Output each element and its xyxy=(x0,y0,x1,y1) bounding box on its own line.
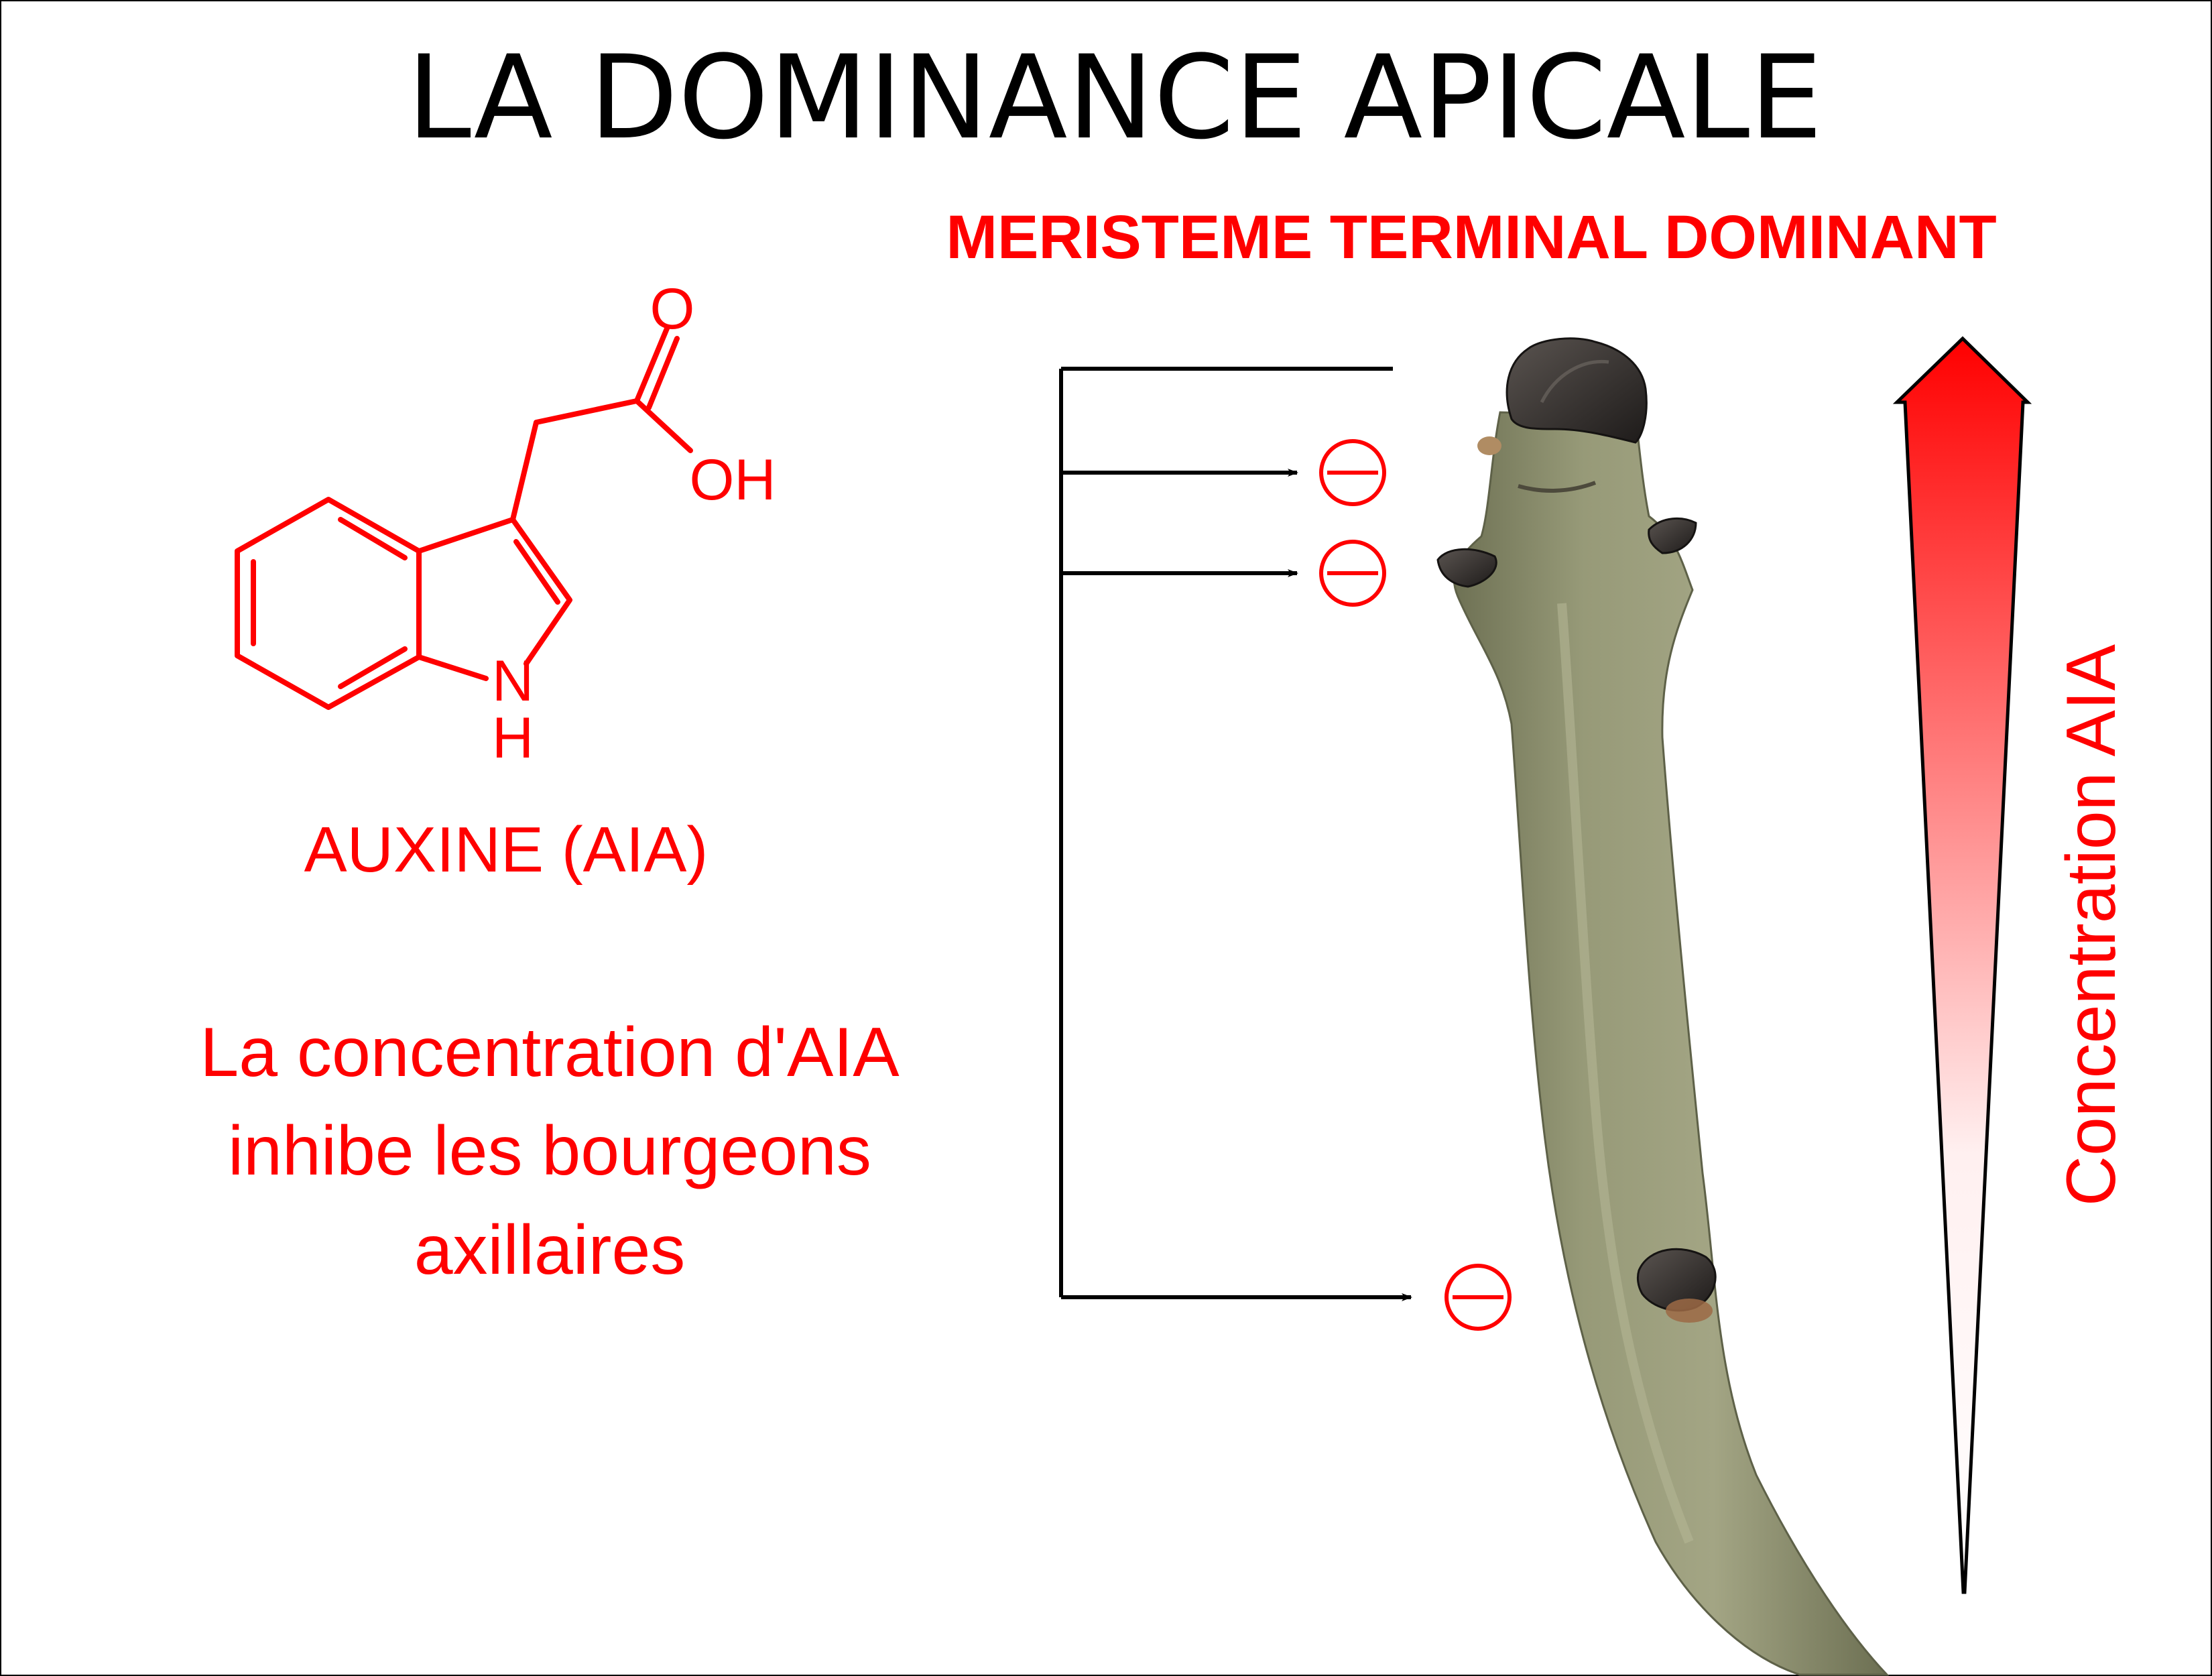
explanation-line-1: La concentration d'AIA xyxy=(200,1014,900,1091)
minus-icon xyxy=(1319,540,1386,607)
minus-icon xyxy=(1445,1264,1512,1331)
terminal-bud xyxy=(1506,337,1648,444)
explanation-line-3: axillaires xyxy=(414,1211,686,1289)
stem-body xyxy=(1453,411,1890,1676)
stem-highlight xyxy=(1557,603,1694,1544)
gradient-label: Concentration AIA xyxy=(2052,644,2130,1206)
atom-h: H xyxy=(492,706,534,770)
axillary-bud xyxy=(1436,548,1497,588)
molecule-name-label: AUXINE (AIA) xyxy=(304,814,709,886)
auxin-molecule xyxy=(235,326,693,710)
axillary-bud xyxy=(1648,517,1697,554)
atom-n: N xyxy=(492,649,534,713)
page-title: LA DOMINANCE APICALE xyxy=(407,30,1823,165)
atom-o: O xyxy=(650,277,695,341)
concentration-gradient-arrow xyxy=(1892,336,2032,1594)
inhibition-bracket xyxy=(1059,367,1393,1297)
minus-icon xyxy=(1319,439,1386,506)
meristem-label: MERISTEME TERMINAL DOMINANT xyxy=(946,203,1996,272)
explanation-line-2: inhibe les bourgeons xyxy=(228,1112,871,1190)
atom-oh: OH xyxy=(690,448,776,512)
stem-illustration xyxy=(1436,337,1890,1676)
